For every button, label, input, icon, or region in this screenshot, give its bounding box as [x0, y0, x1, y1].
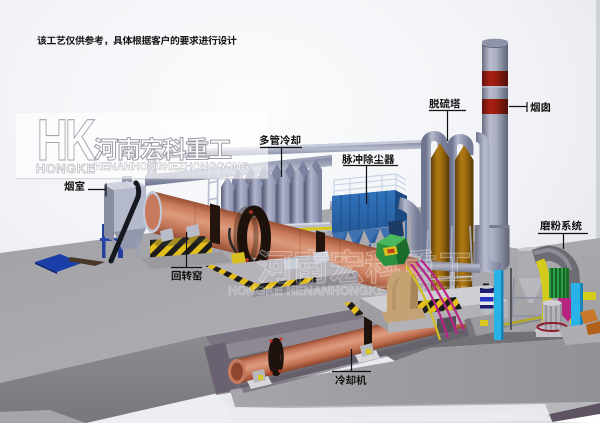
svg-text:HK: HK: [37, 108, 96, 173]
svg-text:HENANHONGKEZHONGGONG: HENANHONGKEZHONGGONG: [94, 161, 249, 173]
svg-text:HONGKE: HONGKE: [36, 161, 95, 176]
